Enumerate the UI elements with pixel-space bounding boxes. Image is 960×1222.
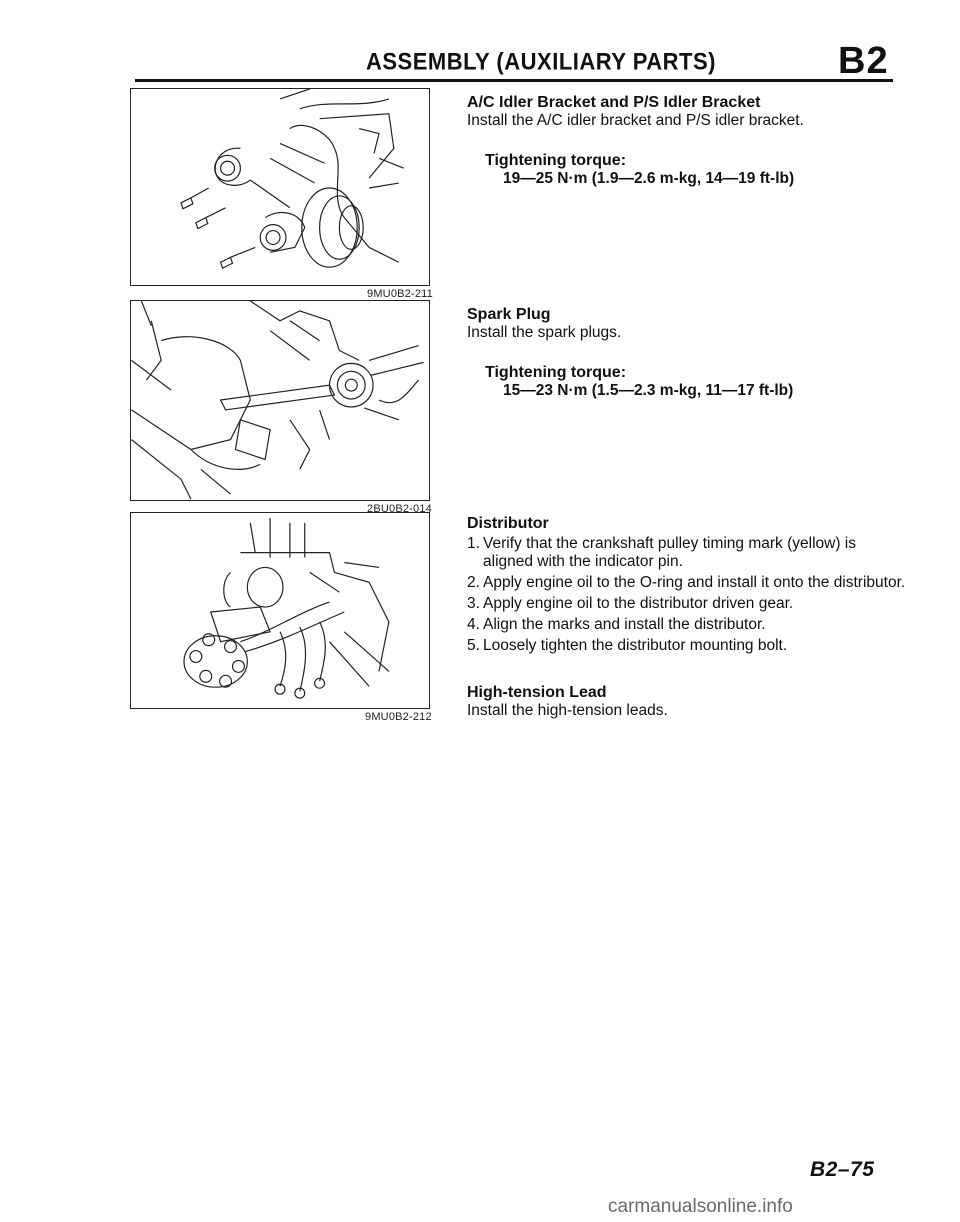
step-number: 1. — [467, 535, 480, 552]
section-distributor: Distributor 1.Verify that the crankshaft… — [467, 515, 907, 658]
step-item: 5.Loosely tighten the distributor mounti… — [467, 637, 907, 655]
section-idler-bracket: A/C Idler Bracket and P/S Idler Bracket … — [467, 94, 907, 188]
section-spark-plug: Spark Plug Install the spark plugs. Tigh… — [467, 306, 907, 400]
figure-code: 9MU0B2-212 — [365, 711, 432, 723]
section-body: Install the spark plugs. — [467, 324, 622, 341]
section-heading: Spark Plug — [467, 306, 551, 323]
step-list: 1.Verify that the crankshaft pulley timi… — [467, 535, 907, 655]
step-item: 3.Apply engine oil to the distributor dr… — [467, 595, 907, 613]
torque-value: 19—25 N·m (1.9—2.6 m-kg, 14—19 ft-lb) — [503, 170, 795, 187]
step-item: 4.Align the marks and install the distri… — [467, 616, 907, 634]
step-item: 2.Apply engine oil to the O-ring and ins… — [467, 574, 907, 592]
figure-code: 9MU0B2-211 — [367, 288, 433, 300]
section-body: Install the A/C idler bracket and P/S id… — [467, 112, 804, 129]
torque-label: Tightening torque: — [485, 364, 627, 381]
figure-distributor — [130, 512, 430, 709]
step-text: Loosely tighten the distributor mounting… — [483, 637, 788, 654]
step-item: 1.Verify that the crankshaft pulley timi… — [467, 535, 907, 571]
step-text: Apply engine oil to the O-ring and insta… — [483, 574, 906, 591]
page-number: B2–75 — [810, 1158, 875, 1181]
section-heading: High-tension Lead — [467, 684, 607, 701]
header-rule — [135, 79, 893, 82]
step-number: 4. — [467, 616, 480, 633]
section-heading: A/C Idler Bracket and P/S Idler Bracket — [467, 94, 761, 111]
torque-label: Tightening torque: — [485, 152, 627, 169]
step-number: 5. — [467, 637, 480, 654]
torque-value: 15—23 N·m (1.5—2.3 m-kg, 11—17 ft-lb) — [503, 382, 794, 399]
page-title: ASSEMBLY (AUXILIARY PARTS) — [366, 47, 716, 75]
idler-bracket-illustration — [180, 89, 404, 270]
figure-idler-brackets — [130, 88, 430, 286]
step-text: Align the marks and install the distribu… — [483, 616, 766, 633]
step-text: Verify that the crankshaft pulley timing… — [483, 535, 856, 570]
section-high-tension-lead: High-tension Lead Install the high-tensi… — [467, 684, 907, 720]
step-number: 3. — [467, 595, 480, 612]
distributor-illustration — [183, 517, 390, 699]
watermark: carmanualsonline.info — [608, 1196, 793, 1217]
step-text: Apply engine oil to the distributor driv… — [483, 595, 794, 612]
spark-plug-illustration — [131, 301, 424, 500]
section-heading: Distributor — [467, 515, 549, 532]
figure-spark-plug — [130, 300, 430, 501]
step-number: 2. — [467, 574, 480, 591]
section-body: Install the high-tension leads. — [467, 702, 668, 719]
section-code: B2 — [838, 40, 889, 82]
